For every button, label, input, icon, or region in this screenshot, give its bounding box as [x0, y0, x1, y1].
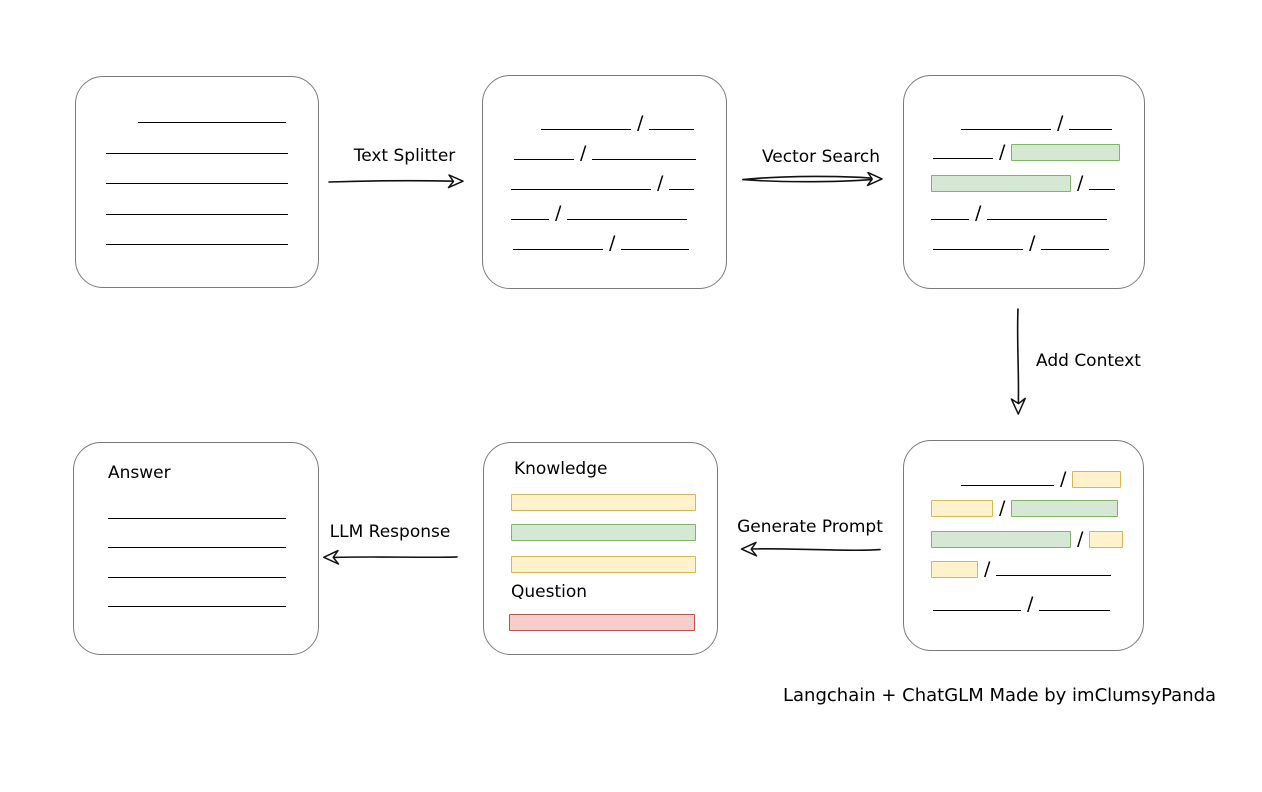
text-line [621, 249, 690, 250]
text-line [1041, 249, 1110, 250]
text-line [108, 606, 286, 607]
generate-prompt-label: Generate Prompt [737, 517, 883, 537]
text-line [106, 244, 288, 245]
slash-separator: / [609, 232, 616, 254]
text-line [961, 485, 1054, 486]
yellow-highlight-bar [1072, 471, 1122, 488]
chunk-row: / [931, 526, 1124, 550]
text-line [1069, 129, 1113, 130]
text-line [933, 249, 1023, 250]
text-line [511, 219, 549, 220]
slash-separator: / [1077, 528, 1084, 550]
slash-separator: / [975, 202, 982, 224]
vector-search-label: Vector Search [762, 147, 880, 167]
yellow-highlight-bar [931, 500, 993, 517]
text-line [108, 518, 286, 519]
add-context-label: Add Context [1036, 351, 1141, 371]
chunk-row: / [933, 591, 1111, 615]
text-line [108, 577, 286, 578]
slash-separator: / [1029, 232, 1036, 254]
text-splitter-arrow [328, 174, 464, 189]
slash-separator: / [1077, 172, 1084, 194]
text-line [931, 219, 969, 220]
chunk-row: / [931, 170, 1116, 194]
slash-separator: / [1060, 468, 1067, 490]
knowledge-title: Knowledge [514, 459, 608, 479]
slash-separator: / [637, 112, 644, 134]
text-line [511, 189, 651, 190]
text-line [649, 129, 695, 130]
green-bar [511, 524, 696, 541]
text-splitter-label: Text Splitter [353, 146, 456, 166]
slash-separator: / [984, 558, 991, 580]
text-line [1039, 610, 1111, 611]
red-bar [509, 614, 695, 631]
slash-separator: / [580, 142, 587, 164]
chunk-row: / [541, 110, 695, 134]
text-line [987, 219, 1108, 220]
question-title: Question [511, 582, 588, 602]
text-line [961, 129, 1051, 130]
slash-separator: / [1027, 593, 1034, 615]
text-line [592, 159, 697, 160]
chunk-row: / [511, 200, 688, 224]
text-line [513, 249, 603, 250]
vector-search-arrow [742, 171, 883, 187]
chunk-row: / [933, 230, 1110, 254]
document-box [75, 76, 319, 288]
diagram-caption: Langchain + ChatGLM Made by imClumsyPand… [783, 685, 1217, 706]
text-line [106, 153, 288, 154]
text-line [514, 159, 574, 160]
text-line [138, 122, 286, 123]
vector-match-box: / / / / / [903, 75, 1145, 289]
llm-response-arrow [323, 549, 458, 565]
text-line [106, 183, 288, 184]
prompt-box: Knowledge Question [483, 442, 718, 655]
green-highlight-bar [931, 531, 1071, 548]
add-context-arrow [1010, 308, 1026, 415]
context-box: / / / / / [903, 440, 1144, 651]
text-line [669, 189, 695, 190]
slash-separator: / [999, 497, 1006, 519]
chunk-row: / [933, 139, 1121, 163]
yellow-highlight-bar [931, 561, 978, 578]
chunk-row: / [511, 170, 695, 194]
yellow-highlight-bar [1089, 531, 1124, 548]
text-line [933, 158, 993, 159]
slash-separator: / [999, 141, 1006, 163]
green-highlight-bar [1011, 500, 1119, 517]
chunk-row: / [961, 110, 1113, 134]
chunk-row: / [931, 495, 1119, 519]
chunk-row: / [513, 230, 690, 254]
green-highlight-bar [1011, 144, 1121, 161]
split-chunks-box: / / / / / [482, 75, 727, 289]
chunk-row: / [514, 140, 697, 164]
generate-prompt-arrow [740, 541, 881, 557]
slash-separator: / [1057, 112, 1064, 134]
llm-response-label: LLM Response [329, 522, 451, 542]
text-line [996, 575, 1112, 576]
chunk-row: / [961, 466, 1122, 490]
text-line [933, 610, 1021, 611]
slash-separator: / [555, 202, 562, 224]
text-line [567, 219, 688, 220]
chunk-row: / [931, 200, 1108, 224]
slash-separator: / [657, 172, 664, 194]
text-line [108, 547, 286, 548]
answer-box: Answer [73, 442, 319, 655]
chunk-row: / [931, 556, 1112, 580]
yellow-bar [511, 556, 696, 573]
answer-title: Answer [108, 463, 171, 483]
yellow-bar [511, 494, 696, 511]
text-line [541, 129, 631, 130]
green-highlight-bar [931, 175, 1071, 192]
text-line [1089, 189, 1116, 190]
text-line [106, 214, 288, 215]
